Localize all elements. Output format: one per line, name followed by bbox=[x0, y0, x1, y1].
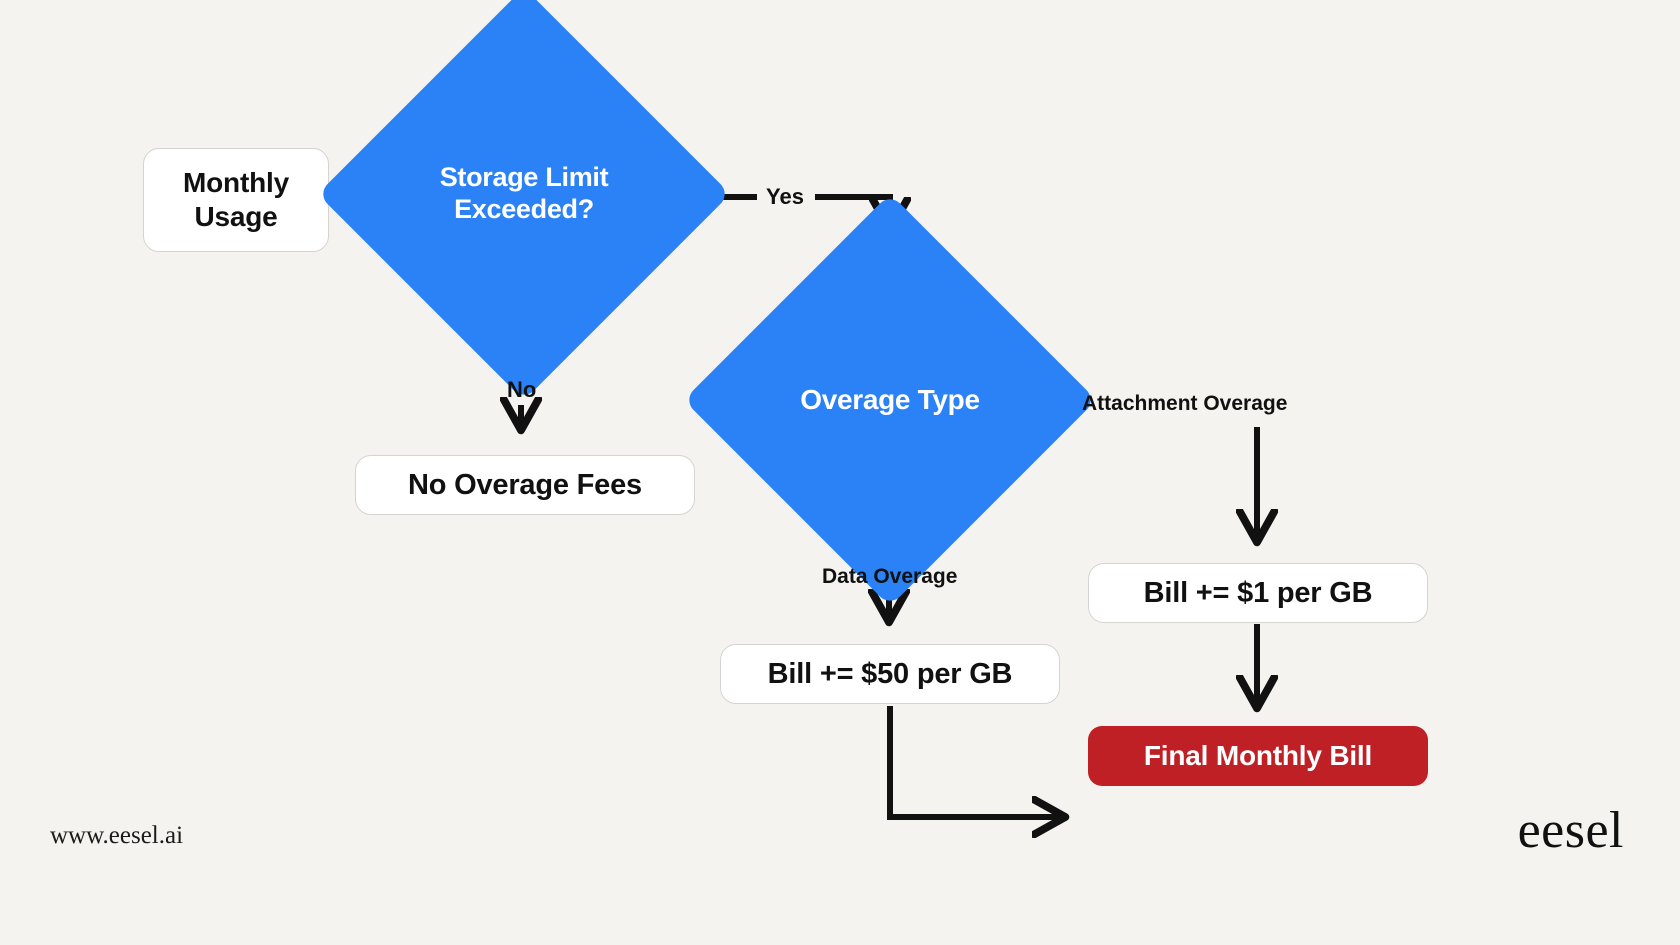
node-overage-type-label: Overage Type bbox=[800, 384, 980, 416]
node-no-overage-fees-label: No Overage Fees bbox=[408, 468, 642, 501]
footer-website-url: www.eesel.ai bbox=[50, 822, 184, 849]
node-bill-1-per-gb[interactable]: Bill += $1 per GB bbox=[1088, 563, 1428, 623]
eesel-logo: eesel bbox=[1517, 802, 1624, 859]
edge-bill50-to-final bbox=[887, 706, 1063, 817]
node-final-monthly-bill[interactable]: Final Monthly Bill bbox=[1088, 726, 1428, 786]
node-bill-50-label: Bill += $50 per GB bbox=[767, 657, 1013, 690]
node-monthly-usage[interactable]: Monthly Usage bbox=[143, 148, 329, 252]
edge-label-no: No bbox=[507, 377, 537, 402]
edge-label-data-overage: Data Overage bbox=[822, 565, 958, 588]
node-storage-limit-exceeded[interactable]: Storage Limit Exceeded? bbox=[317, 0, 731, 401]
edge-label-attachment-overage: Attachment Overage bbox=[1082, 392, 1288, 415]
node-final-bill-label: Final Monthly Bill bbox=[1143, 740, 1373, 772]
node-storage-limit-label: Storage Limit Exceeded? bbox=[439, 162, 609, 224]
edge-label-yes: Yes bbox=[766, 184, 804, 209]
node-bill-1-label: Bill += $1 per GB bbox=[1143, 576, 1373, 609]
node-monthly-usage-label: Monthly Usage bbox=[183, 167, 289, 232]
node-overage-type[interactable]: Overage Type bbox=[683, 193, 1097, 607]
node-bill-50-per-gb[interactable]: Bill += $50 per GB bbox=[720, 644, 1060, 704]
node-no-overage-fees[interactable]: No Overage Fees bbox=[355, 455, 695, 515]
